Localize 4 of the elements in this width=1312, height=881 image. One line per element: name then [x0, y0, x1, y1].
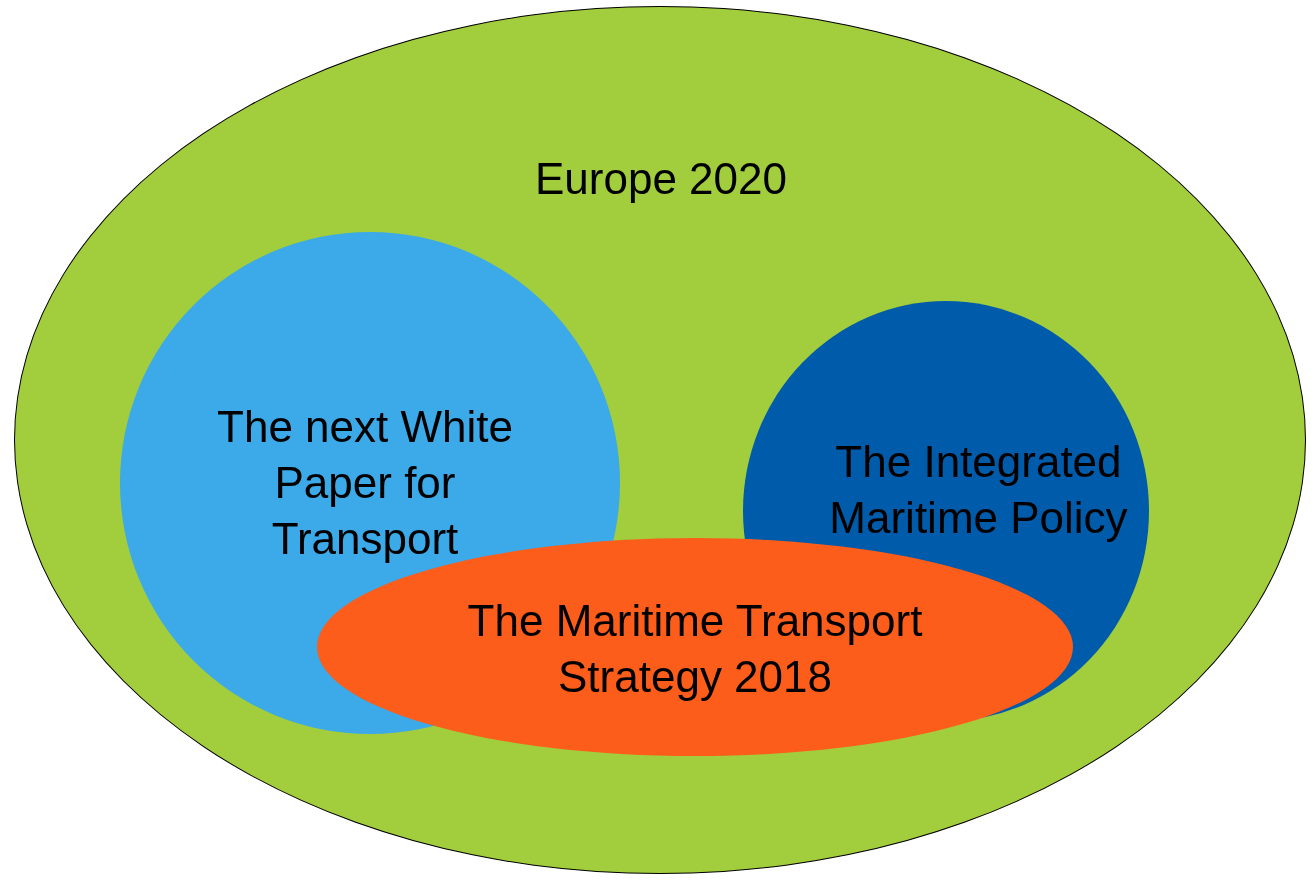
region-label: The next White Paper for Transport [216, 401, 514, 565]
region-label: The Integrated Maritime Policy [828, 436, 1129, 544]
region-label: The Maritime Transport Strategy 2018 [466, 595, 924, 704]
region-label: Europe 2020 [534, 152, 788, 205]
